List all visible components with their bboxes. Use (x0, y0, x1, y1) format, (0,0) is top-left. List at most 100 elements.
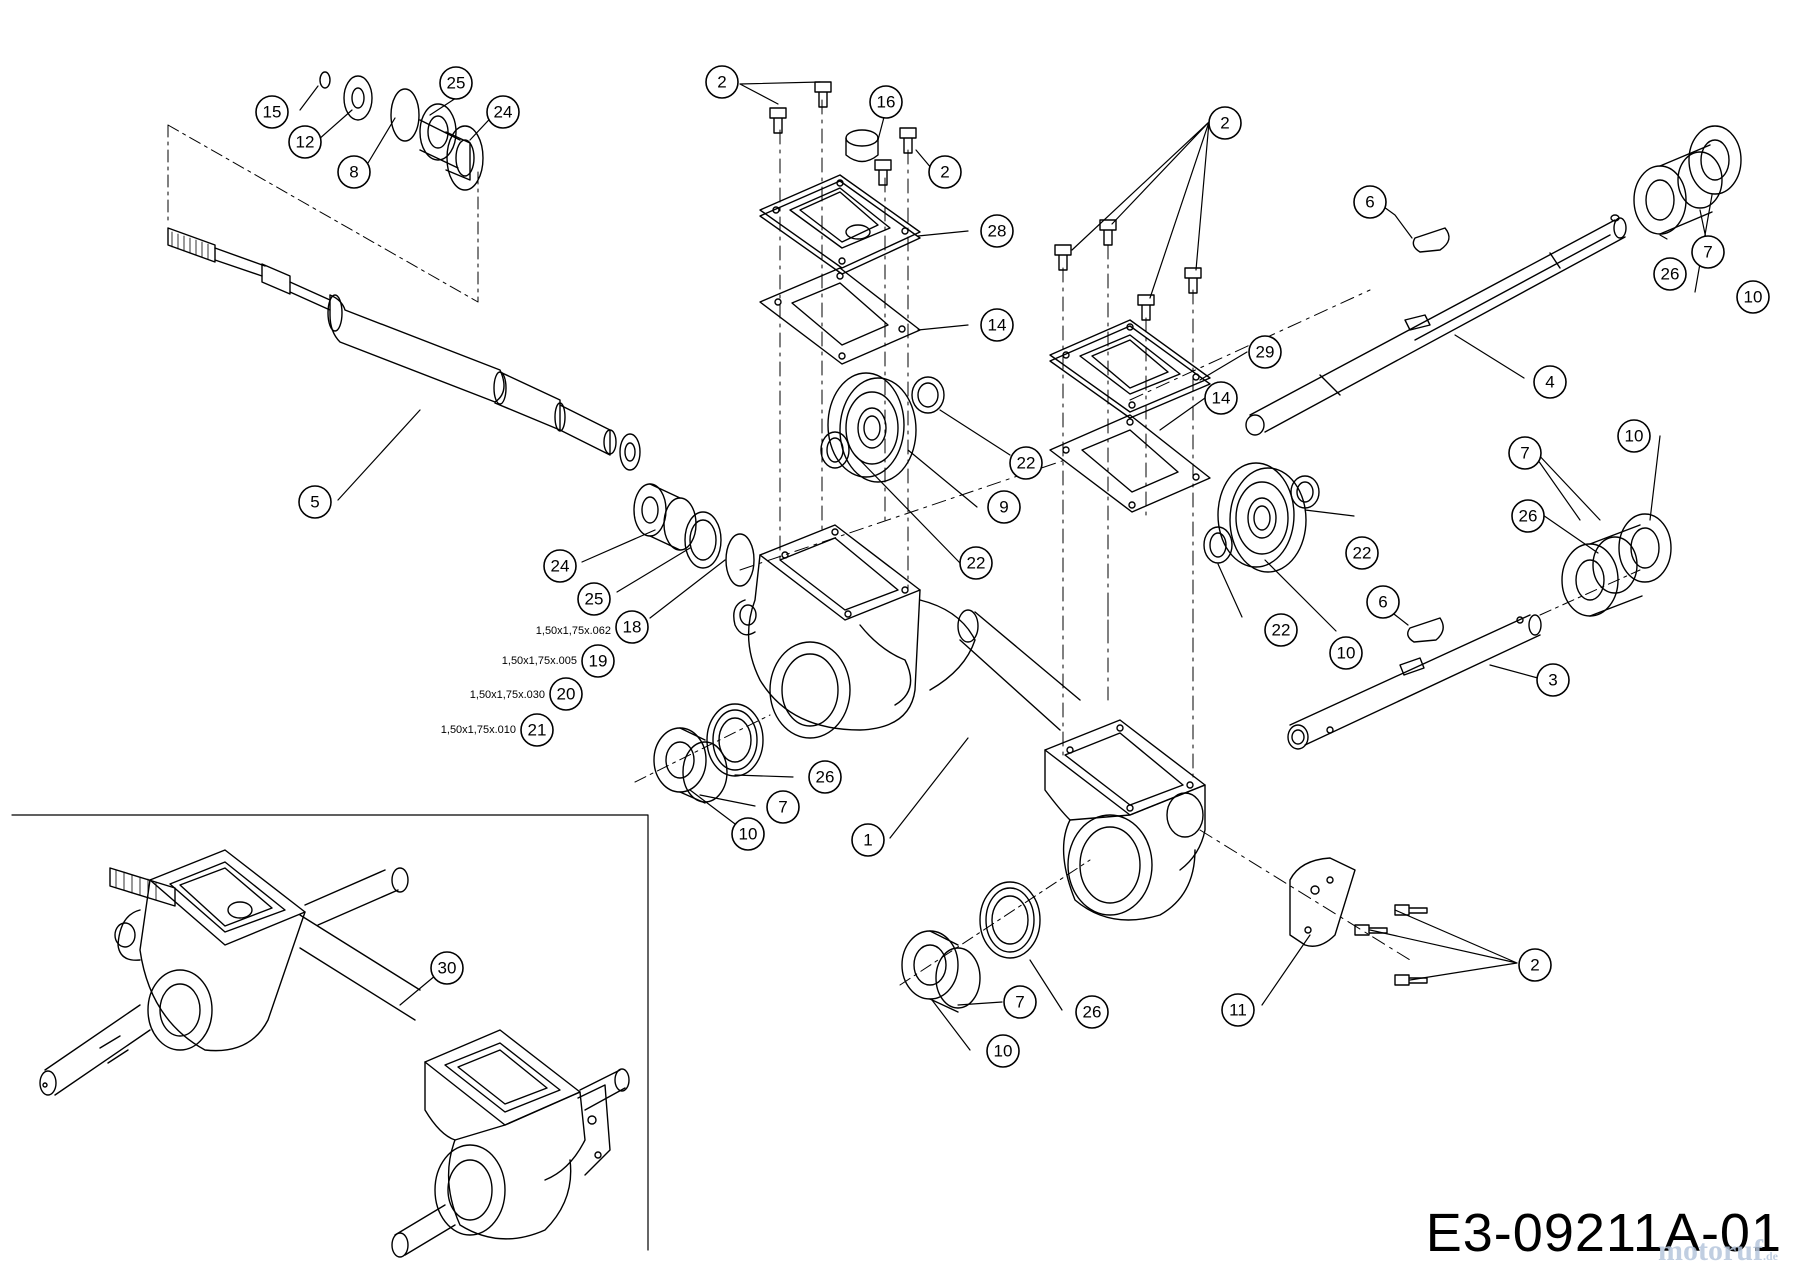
callout-11: 11 (1221, 993, 1255, 1027)
svg-text:10: 10 (994, 1042, 1013, 1061)
right-gasket-part-14 (1050, 415, 1210, 512)
svg-text:19: 19 (589, 652, 608, 671)
svg-text:6: 6 (1365, 193, 1374, 212)
svg-text:26: 26 (816, 768, 835, 787)
gear-part-10 (1204, 463, 1319, 572)
callout-24-a: 24 (486, 95, 520, 129)
callout-7-c: 7 (1508, 436, 1542, 470)
svg-text:1: 1 (863, 831, 872, 850)
svg-text:25: 25 (447, 74, 466, 93)
callout-15-d: 10 (986, 1034, 1020, 1068)
callout-14-a: 14 (980, 308, 1014, 342)
svg-text:2: 2 (1220, 114, 1229, 133)
spec-label-18: 1,50x1,75x.062 (536, 625, 611, 637)
callout-7-a: 7 (766, 790, 800, 824)
callout-30: 30 (430, 951, 464, 985)
callout-17: 15 (255, 95, 289, 129)
svg-text:7: 7 (1520, 444, 1529, 463)
right-bolts (1055, 220, 1201, 320)
upper-gasket-part-14 (760, 268, 920, 364)
svg-text:30: 30 (438, 959, 457, 978)
svg-text:10: 10 (739, 825, 758, 844)
callout-16: 16 (869, 85, 903, 119)
callout-14-b: 14 (1204, 381, 1238, 415)
callout-25-b: 25 (577, 582, 611, 616)
callout-2-d: 2 (1518, 948, 1552, 982)
callout-12: 12 (288, 125, 322, 159)
callout-15-b: 10 (1736, 280, 1770, 314)
svg-text:2: 2 (1530, 956, 1539, 975)
svg-text:20: 20 (557, 685, 576, 704)
shaft-part-3 (1288, 615, 1541, 749)
vertical-guides (780, 100, 1193, 780)
svg-text:9: 9 (999, 498, 1008, 517)
svg-text:22: 22 (1353, 544, 1372, 563)
svg-text:15: 15 (263, 103, 282, 122)
callouts: 2 16 2 28 14 22 9 22 15 12 8 25 24 5 24 … (255, 65, 1770, 1068)
callout-26-c: 26 (1511, 499, 1545, 533)
svg-text:6: 6 (1378, 593, 1387, 612)
key-part-6-lower (1408, 618, 1443, 642)
svg-text:26: 26 (1661, 265, 1680, 284)
svg-text:5: 5 (310, 493, 319, 512)
side-cover-part-11 (1290, 858, 1355, 946)
callout-2-a: 2 (705, 65, 739, 99)
svg-text:22: 22 (967, 554, 986, 573)
svg-text:14: 14 (1212, 389, 1231, 408)
callout-7-b: 7 (1691, 235, 1725, 269)
shaft-3-bearings (1540, 514, 1671, 616)
svg-text:18: 18 (623, 618, 642, 637)
spec-label-21: 1,50x1,75x.010 (441, 724, 516, 736)
svg-text:2: 2 (717, 73, 726, 92)
callout-2-b: 2 (928, 155, 962, 189)
drawing-code: E3-09211A-01 (1425, 1203, 1782, 1263)
callout-21: 21 (520, 713, 554, 747)
shaft-assembly-dash-box (168, 125, 478, 302)
callout-22-b: 22 (959, 546, 993, 580)
key-part-6-upper (1413, 228, 1449, 252)
svg-text:22: 22 (1017, 454, 1036, 473)
plug-part-16 (846, 130, 878, 162)
lower-right-bearings (900, 860, 1090, 1012)
callout-15-a: 10 (731, 817, 765, 851)
output-shaft-bearings (1634, 126, 1741, 234)
callout-15-c: 10 (1617, 419, 1651, 453)
brand-name: motoruf (1658, 1234, 1763, 1267)
callout-4: 4 (1533, 365, 1567, 399)
callout-26-a: 26 (808, 760, 842, 794)
callout-8: 8 (337, 155, 371, 189)
callout-6-a: 6 (1353, 185, 1387, 219)
gear-part-9 (821, 373, 944, 482)
output-shaft-part-4 (1246, 215, 1626, 435)
callout-1: 1 (851, 823, 885, 857)
svg-text:10: 10 (1625, 427, 1644, 446)
svg-text:12: 12 (296, 133, 315, 152)
callout-9: 9 (987, 490, 1021, 524)
svg-text:21: 21 (528, 721, 547, 740)
callout-18: 18 (615, 610, 649, 644)
callout-2-c: 2 (1208, 106, 1242, 140)
callout-3: 3 (1536, 663, 1570, 697)
inset-assembled-view (12, 815, 648, 1257)
callout-10: 10 (1329, 636, 1363, 670)
svg-text:7: 7 (1703, 243, 1712, 262)
gearbox-housing-right (1045, 720, 1205, 920)
callout-25-a: 25 (439, 66, 473, 100)
main-tube-part-1 (958, 610, 1080, 730)
svg-text:24: 24 (551, 557, 570, 576)
lower-left-bearings (635, 704, 770, 803)
svg-text:3: 3 (1548, 671, 1557, 690)
callout-22-c: 22 (1345, 536, 1379, 570)
brand-watermark: motoruf.de (1658, 1234, 1778, 1268)
svg-text:4: 4 (1545, 373, 1554, 392)
callout-5: 5 (298, 485, 332, 519)
callout-26-d: 26 (1075, 995, 1109, 1029)
callout-20: 20 (549, 677, 583, 711)
svg-text:26: 26 (1083, 1003, 1102, 1022)
callout-29: 29 (1248, 335, 1282, 369)
callout-24-b: 24 (543, 549, 577, 583)
svg-text:28: 28 (988, 222, 1007, 241)
svg-text:29: 29 (1256, 343, 1275, 362)
svg-text:7: 7 (778, 798, 787, 817)
